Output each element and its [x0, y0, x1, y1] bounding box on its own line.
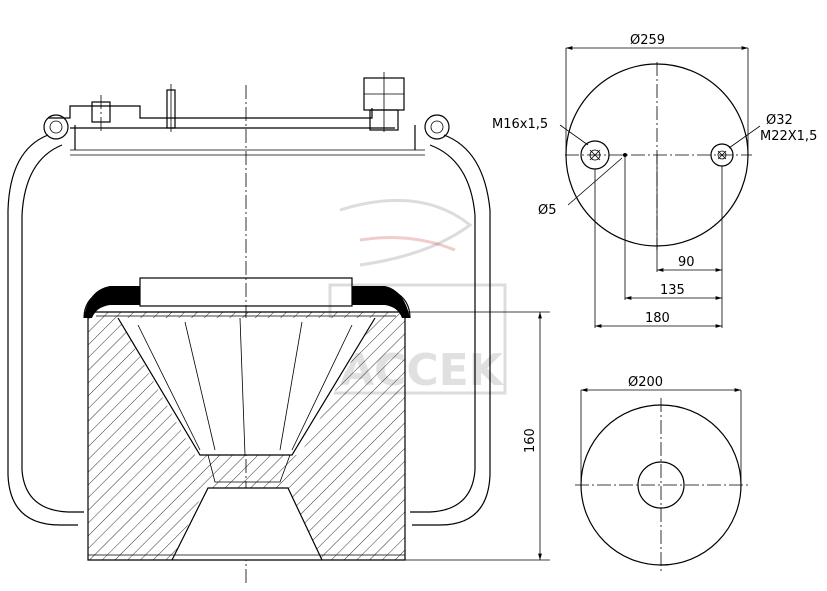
hole-right-diameter-label: Ø32: [766, 113, 793, 128]
offset-180-label: 180: [645, 311, 670, 326]
side-section-view: 160: [7, 72, 550, 585]
thread-right-label: M22X1,5: [760, 129, 817, 144]
bottom-diameter-label: Ø200: [628, 375, 663, 390]
offset-90-label: 90: [678, 255, 695, 270]
piston-section: [87, 277, 406, 561]
bottom-plan-view: Ø200: [575, 375, 748, 572]
thread-left-label: M16x1,5: [492, 117, 548, 132]
top-plan-view: Ø259 M16x1,5 Ø32 M22X1,5 Ø5 90 135 180: [492, 33, 817, 328]
top-diameter-label: Ø259: [630, 33, 665, 48]
pin-diameter-label: Ø5: [538, 203, 557, 218]
height-dimension: 160: [405, 311, 550, 561]
top-plate: [43, 72, 450, 156]
offset-135-label: 135: [660, 283, 685, 298]
rubber-bellows: [7, 134, 491, 526]
height-label: 160: [523, 428, 538, 453]
